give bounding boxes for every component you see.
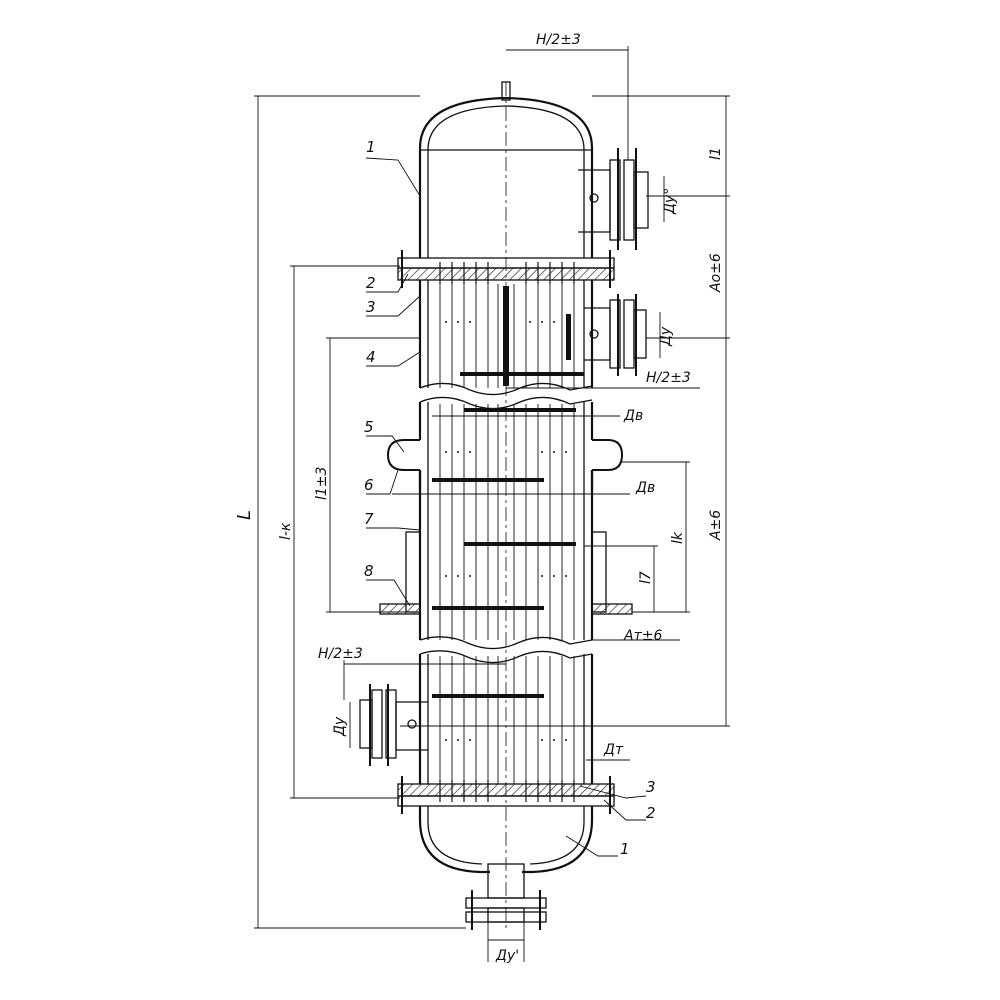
tube-bundle bbox=[439, 262, 575, 802]
bottom-flange bbox=[397, 795, 615, 807]
label-L: L bbox=[234, 510, 255, 520]
label-A: A±6 bbox=[708, 510, 724, 541]
callout-1-bottom: 1 bbox=[620, 840, 630, 858]
callout-4: 4 bbox=[366, 348, 376, 366]
top-tube-sheet bbox=[397, 267, 615, 281]
nozzles bbox=[359, 148, 649, 766]
callout-2-top: 2 bbox=[366, 274, 376, 292]
vessel-body bbox=[379, 81, 633, 930]
baffle-4 bbox=[464, 542, 576, 546]
central-rod bbox=[503, 286, 509, 386]
callout-6: 6 bbox=[364, 476, 374, 494]
callout-1-top: 1 bbox=[366, 138, 376, 156]
label-l-k: l-к bbox=[278, 522, 294, 540]
top-dome-inner bbox=[427, 105, 585, 258]
support-right bbox=[591, 531, 607, 613]
support-left bbox=[405, 531, 421, 613]
callout-8: 8 bbox=[364, 562, 374, 580]
compensator-right bbox=[592, 439, 624, 471]
label-lk: lk bbox=[670, 531, 686, 544]
callout-5: 5 bbox=[364, 418, 374, 436]
label-Dv-upper: Дв bbox=[623, 408, 643, 424]
callout-3-top: 3 bbox=[366, 298, 376, 316]
support-foot-left bbox=[379, 603, 421, 615]
label-Dt: Дт bbox=[603, 742, 624, 758]
label-l1-top: l1 bbox=[708, 147, 724, 160]
label-l1: l1±3 bbox=[314, 467, 330, 500]
baffle-1 bbox=[460, 372, 584, 376]
label-Dv-lower: Дв bbox=[635, 480, 655, 496]
dimension-lines bbox=[254, 46, 730, 962]
label-H-top: H/2±3 bbox=[536, 32, 581, 48]
label-H-bottom: H/2±3 bbox=[318, 646, 363, 662]
baffles bbox=[432, 286, 584, 698]
top-vent bbox=[501, 81, 511, 101]
baffle-2 bbox=[464, 408, 576, 412]
nozzle-top-cover bbox=[578, 148, 649, 250]
label-Dy1: Ду' bbox=[495, 948, 519, 964]
baffle-3 bbox=[432, 478, 544, 482]
label-l7: l7 bbox=[638, 571, 654, 584]
bottom-dome bbox=[418, 806, 594, 874]
nozzle-top-shell bbox=[584, 294, 647, 376]
bottom-tube-sheet bbox=[397, 783, 615, 797]
support-foot-right bbox=[591, 603, 633, 615]
compensator-left bbox=[386, 439, 420, 471]
label-Ao: Ao±6 bbox=[708, 253, 724, 293]
callout-2-bottom: 2 bbox=[646, 804, 656, 822]
label-Dy-top: Ду bbox=[658, 326, 674, 347]
callout-leaders bbox=[365, 157, 647, 857]
callout-3-bottom: 3 bbox=[646, 778, 656, 796]
tube-pitch-dots bbox=[445, 321, 567, 741]
tie-rod-marker bbox=[566, 314, 571, 360]
nozzle-bottom-shell bbox=[359, 684, 428, 766]
label-Dy0: Ду° bbox=[662, 188, 678, 215]
top-dome bbox=[418, 96, 594, 258]
callout-7: 7 bbox=[364, 510, 374, 528]
baffle-5 bbox=[432, 606, 544, 610]
label-At: Aт±6 bbox=[623, 628, 662, 644]
label-H-mid: H/2±3 bbox=[646, 370, 691, 386]
label-Dy-bottom: Ду bbox=[332, 716, 348, 737]
baffle-6 bbox=[432, 694, 544, 698]
